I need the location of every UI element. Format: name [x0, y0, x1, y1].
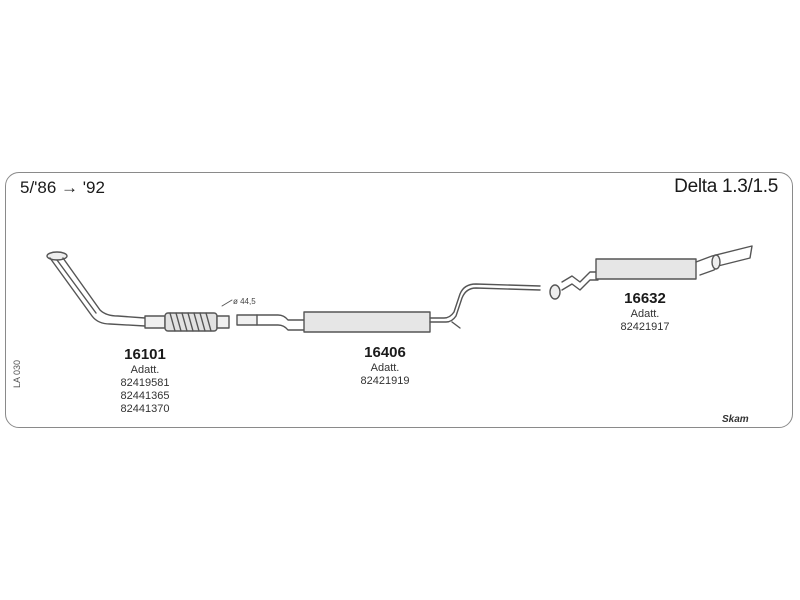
- middle-pipe-16406: [236, 283, 561, 333]
- part-note: Adatt.: [630, 308, 660, 320]
- part-reference: 82441365: [120, 390, 170, 402]
- pipe-diameter-label: ø 44,5: [233, 297, 256, 306]
- part-reference: 82421917: [620, 321, 670, 333]
- part-label-16632: 16632 Adatt. 82421917: [600, 290, 690, 334]
- part-number: 16101: [124, 346, 166, 363]
- part-note: Adatt.: [370, 362, 400, 374]
- part-note: Adatt.: [130, 364, 160, 376]
- model-name: Delta 1.3/1.5: [674, 176, 778, 197]
- part-reference: 82441370: [120, 403, 170, 415]
- front-pipe-16101: [46, 251, 233, 332]
- part-reference: 82419581: [120, 377, 170, 389]
- model-years: 5/'86 → '92: [20, 178, 105, 197]
- part-number: 16632: [624, 290, 666, 307]
- rear-silencer-16632: [561, 245, 753, 291]
- part-number: 16406: [364, 344, 406, 361]
- part-label-16101: 16101 Adatt. 82419581 82441365 82441370: [100, 346, 190, 416]
- part-reference: 82421919: [360, 375, 410, 387]
- diagram-frame: [5, 172, 793, 428]
- part-label-16406: 16406 Adatt. 82421919: [340, 344, 430, 388]
- brand-logo: Skam: [722, 414, 749, 425]
